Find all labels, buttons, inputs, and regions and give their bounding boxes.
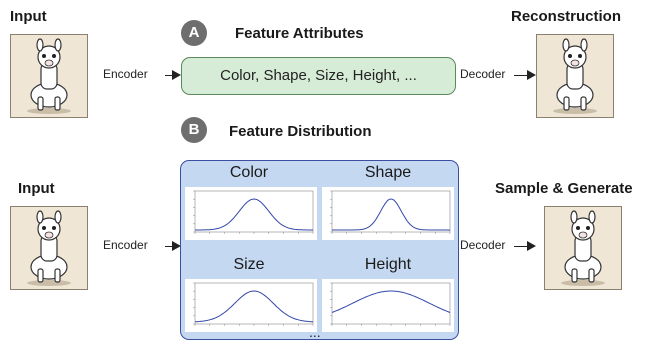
distribution-curve <box>195 198 313 231</box>
feature-attributes-box: Color, Shape, Size, Height, ... <box>181 57 456 95</box>
plot-size <box>185 279 317 332</box>
top-input-llama-image <box>10 34 88 118</box>
plot-shape <box>322 187 454 240</box>
size-distribution-chart <box>193 282 314 326</box>
plot-label-size: Size <box>233 256 265 273</box>
plot-height <box>322 279 454 332</box>
top-input-title: Input <box>10 8 47 25</box>
generated-llama-image <box>544 206 622 290</box>
sample-generate-title: Sample & Generate <box>495 180 633 197</box>
plot-frame <box>194 190 314 233</box>
plot-color <box>185 187 317 240</box>
bottom-encoder-arrow <box>165 246 173 247</box>
shape-distribution-chart <box>330 190 451 234</box>
distribution-curve <box>331 290 451 313</box>
bottom-encoder-arrowhead <box>172 241 181 251</box>
bottom-encoder-label: Encoder <box>103 238 148 252</box>
feature-distribution-title: Feature Distribution <box>229 123 372 140</box>
llama-icon <box>561 210 605 286</box>
llama-icon <box>27 210 71 286</box>
top-decoder-arrowhead <box>527 70 536 80</box>
color-distribution-chart <box>193 190 314 234</box>
plot-label-height: Height <box>364 256 412 273</box>
reconstruction-title: Reconstruction <box>511 8 622 25</box>
plot-frame <box>331 190 451 233</box>
distribution-curve <box>332 198 450 231</box>
bottom-input-title: Input <box>18 180 55 197</box>
plot-frame <box>194 282 314 325</box>
plot-label-shape: Shape <box>364 164 412 181</box>
reconstruction-llama-image <box>536 34 614 118</box>
distribution-curve <box>195 290 313 323</box>
plot-frame <box>331 282 451 325</box>
top-encoder-arrow <box>165 75 173 76</box>
more-features-ellipsis: ... <box>309 324 321 340</box>
bottom-decoder-arrow <box>514 246 528 247</box>
top-encoder-label: Encoder <box>103 67 148 81</box>
feature-distribution-box: Color Shape Size Height ... <box>180 160 459 340</box>
top-encoder-arrowhead <box>172 70 181 80</box>
badge-a: A <box>181 20 207 46</box>
bottom-decoder-label: Decoder <box>460 238 506 252</box>
height-distribution-chart <box>330 282 451 326</box>
plot-label-color: Color <box>229 164 269 181</box>
bottom-decoder-arrowhead <box>527 241 536 251</box>
top-decoder-arrow <box>514 75 528 76</box>
badge-b: B <box>181 117 207 143</box>
feature-attributes-title: Feature Attributes <box>235 25 364 42</box>
top-decoder-label: Decoder <box>460 67 506 81</box>
llama-icon <box>27 38 71 114</box>
bottom-input-llama-image <box>10 206 88 290</box>
llama-icon <box>553 38 597 114</box>
